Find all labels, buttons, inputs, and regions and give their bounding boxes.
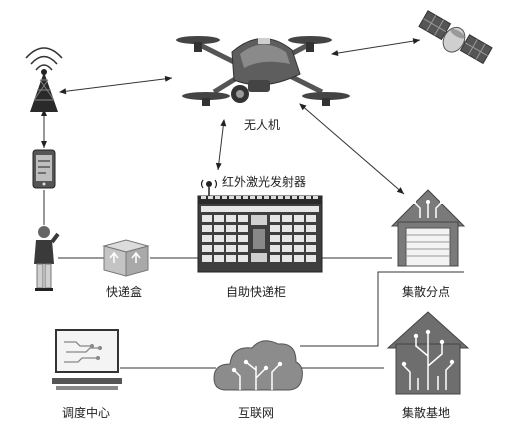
drone-icon [176, 36, 350, 106]
phone-icon [32, 149, 56, 189]
connectors [41, 38, 464, 369]
arrow-drone-satellite [331, 38, 421, 57]
cabinet-icon [197, 195, 323, 273]
arrow-drone-laser [215, 119, 227, 171]
satellite-icon [418, 10, 493, 65]
laser-emitter-label: 红外激光发射器 [222, 175, 307, 189]
person-icon [34, 226, 60, 291]
arrow-drone-branch [299, 103, 405, 195]
base-icon [386, 311, 470, 395]
internet-label: 互联网 [238, 406, 275, 420]
drone-label: 无人机 [244, 118, 281, 132]
locker-cabinet-label: 自助快递柜 [226, 285, 287, 299]
laser-icon [200, 179, 218, 196]
parcel-box-label: 快递盒 [106, 285, 143, 299]
arrow-tower-drone [59, 75, 173, 95]
box-icon [102, 239, 150, 277]
line-branch-internet [300, 271, 464, 347]
internet-icon [213, 340, 303, 391]
dispatch-center-label: 调度中心 [62, 406, 111, 420]
branch-point-label: 集散分点 [402, 285, 451, 299]
tower-icon [25, 47, 63, 112]
dispatch-icon [52, 329, 122, 390]
branch-icon [390, 189, 466, 267]
distribution-base-label: 集散基地 [402, 406, 451, 420]
